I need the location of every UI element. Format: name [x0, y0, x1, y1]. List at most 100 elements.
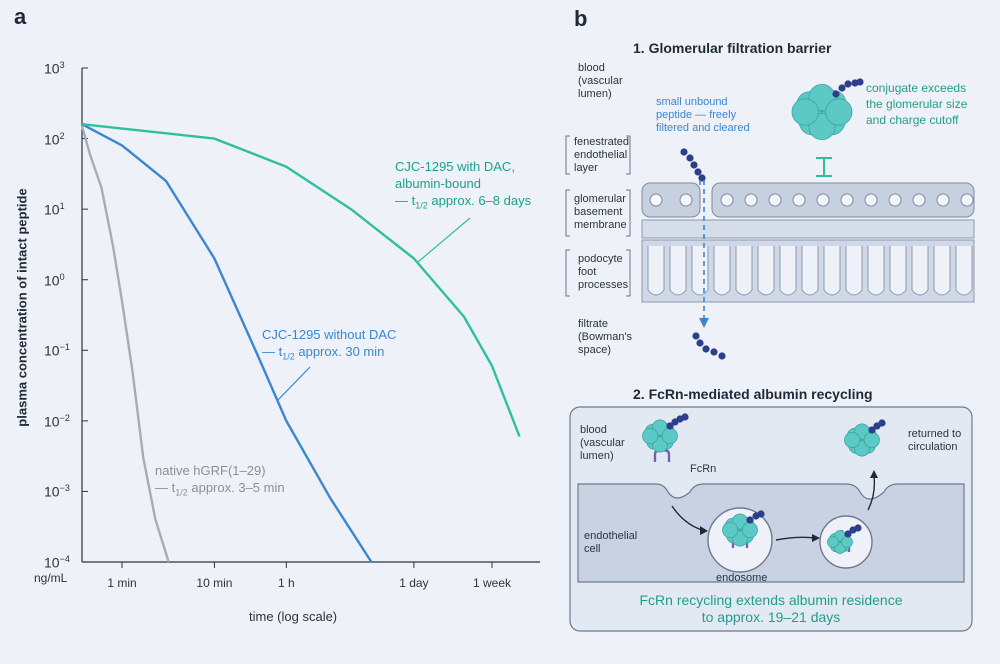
peptide-bead [757, 510, 765, 518]
y-tick-exponent: −2 [59, 412, 70, 423]
y-tick-label: 101 [44, 200, 65, 217]
native-annotation-line2: — t1/2 approx. 3–5 min [155, 479, 285, 502]
albumin-lobe [825, 98, 853, 126]
dac-t-sub: 1/2 [415, 200, 428, 211]
filtrate-label-l2: (Bowman's [578, 331, 633, 343]
y-tick-exponent: 3 [59, 60, 65, 70]
small-peptide-label-l1: small unbound [656, 96, 728, 108]
conjugate-label-l3: and charge cutoff [866, 113, 959, 127]
nodac-leader-line [277, 366, 311, 401]
dac-annotation-line1: CJC-1295 with DAC, [395, 159, 515, 174]
y-tick-label: 102 [44, 130, 65, 147]
y-tick-label: 10−3 [44, 482, 70, 499]
filtration-arrow-head [699, 318, 709, 328]
albumin-blob [642, 419, 678, 453]
peptide-bead [681, 413, 689, 421]
peptide-bead [844, 530, 852, 538]
foot-process-gap [933, 246, 951, 296]
podocyte-foot-processes [647, 246, 973, 296]
peptide-bead [666, 422, 674, 430]
peptide-bead [856, 78, 864, 86]
filtrate-label-l1: filtrate [578, 318, 608, 330]
fenestrated-label-l3: layer [574, 162, 598, 174]
peptide-bead [718, 352, 726, 360]
fcrn-label: FcRn [690, 463, 717, 475]
endothelial-cell-label-l2: cell [584, 543, 601, 555]
peptide-bead [746, 516, 754, 524]
basement-membrane [641, 219, 975, 239]
gbm-label: glomerular basement membrane [574, 193, 627, 232]
peptide-bead [698, 174, 706, 182]
fenestra [816, 193, 830, 207]
foot-process-gap [669, 246, 687, 296]
foot-process-gap [955, 246, 973, 296]
peptide-bead [878, 419, 886, 427]
returned-label: returned to circulation [908, 428, 961, 454]
fenestrated-label-l2: endothelial [574, 149, 628, 161]
x-axis-label: time (log scale) [249, 609, 338, 624]
y-tick-base: 10 [44, 131, 60, 148]
bracket-fenestrated [565, 135, 570, 175]
fenestra [744, 193, 758, 207]
foot-process-gap [823, 246, 841, 296]
peptide-bead [844, 80, 852, 88]
fenestrae [649, 193, 974, 207]
peptide-bead [680, 148, 688, 156]
blood-label-l2: (vascular [578, 75, 623, 87]
albumin-blob [722, 513, 758, 547]
y-tick-base: 10 [44, 60, 60, 77]
dac-halflife: approx. 6–8 days [427, 193, 532, 208]
peptide-bead [868, 426, 876, 434]
gbm-label-l1: glomerular [574, 193, 626, 205]
foot-process-gap [779, 246, 797, 296]
arrow-to-endosome [671, 505, 703, 531]
nodac-annotation: CJC-1295 without DAC — t1/2 approx. 30 m… [262, 326, 396, 366]
fenestra [888, 193, 902, 207]
panel-a-letter: a [14, 4, 27, 29]
albumin-lobe [661, 427, 678, 445]
native-annotation-line1: native hGRF(1–29) [155, 463, 266, 478]
endothelial-cell-label-l1: endothelial [584, 530, 638, 542]
small-peptide-chain-top [680, 148, 706, 182]
foot-process-gap [713, 246, 731, 296]
albumin-blob [844, 423, 880, 457]
foot-process-gap [911, 246, 929, 296]
arrow-between-endosomes-head [812, 534, 820, 542]
conjugate-label-l2: the glomerular size [866, 97, 968, 111]
x-ticks [121, 562, 493, 568]
conjugate-label-l1: conjugate exceeds [866, 81, 967, 95]
bracket-gbm [565, 189, 570, 237]
y-tick-exponent: −1 [59, 342, 70, 353]
foot-process-gap [801, 246, 819, 296]
fcrn-footer-l2: to approx. 19–21 days [701, 609, 841, 625]
x-tick-label: 1 day [399, 576, 429, 590]
fenestrated-label-l1: fenestrated [574, 136, 630, 148]
fenestra [864, 193, 878, 207]
y-tick-base: 10 [44, 342, 60, 359]
native-annotation: native hGRF(1–29) — t1/2 approx. 3–5 min [155, 462, 285, 502]
nodac-halflife: approx. 30 min [294, 344, 385, 359]
y-tick-base: 10 [44, 413, 60, 430]
podocyte-label-l3: processes [578, 279, 629, 291]
section2-title: 2. FcRn-mediated albumin recycling [633, 386, 873, 402]
x-tick-label: 10 min [196, 576, 233, 590]
peptide-bead [696, 339, 704, 347]
y-tick-label: 10−2 [44, 412, 70, 429]
albumin-blob [791, 84, 853, 141]
podocyte-label: podocyte foot processes [578, 253, 628, 292]
dac-t: — t [395, 193, 416, 208]
foot-process-gap [867, 246, 885, 296]
fenestra [936, 193, 950, 207]
albumin-conjugate-top [791, 78, 864, 141]
fenestra [649, 193, 663, 207]
returned-label-l1: returned to [908, 428, 962, 440]
y-tick-exponent: −4 [59, 554, 70, 564]
x-tick-label: 1 h [277, 576, 295, 590]
native-t: — t [155, 480, 176, 495]
gbm-label-l3: membrane [574, 219, 627, 231]
y-tick-label: 100 [44, 271, 65, 288]
nodac-t: — t [262, 344, 283, 359]
small-peptide-label-l2: peptide — freely [656, 109, 737, 121]
blood2-label: blood (vascular lumen) [580, 424, 625, 463]
